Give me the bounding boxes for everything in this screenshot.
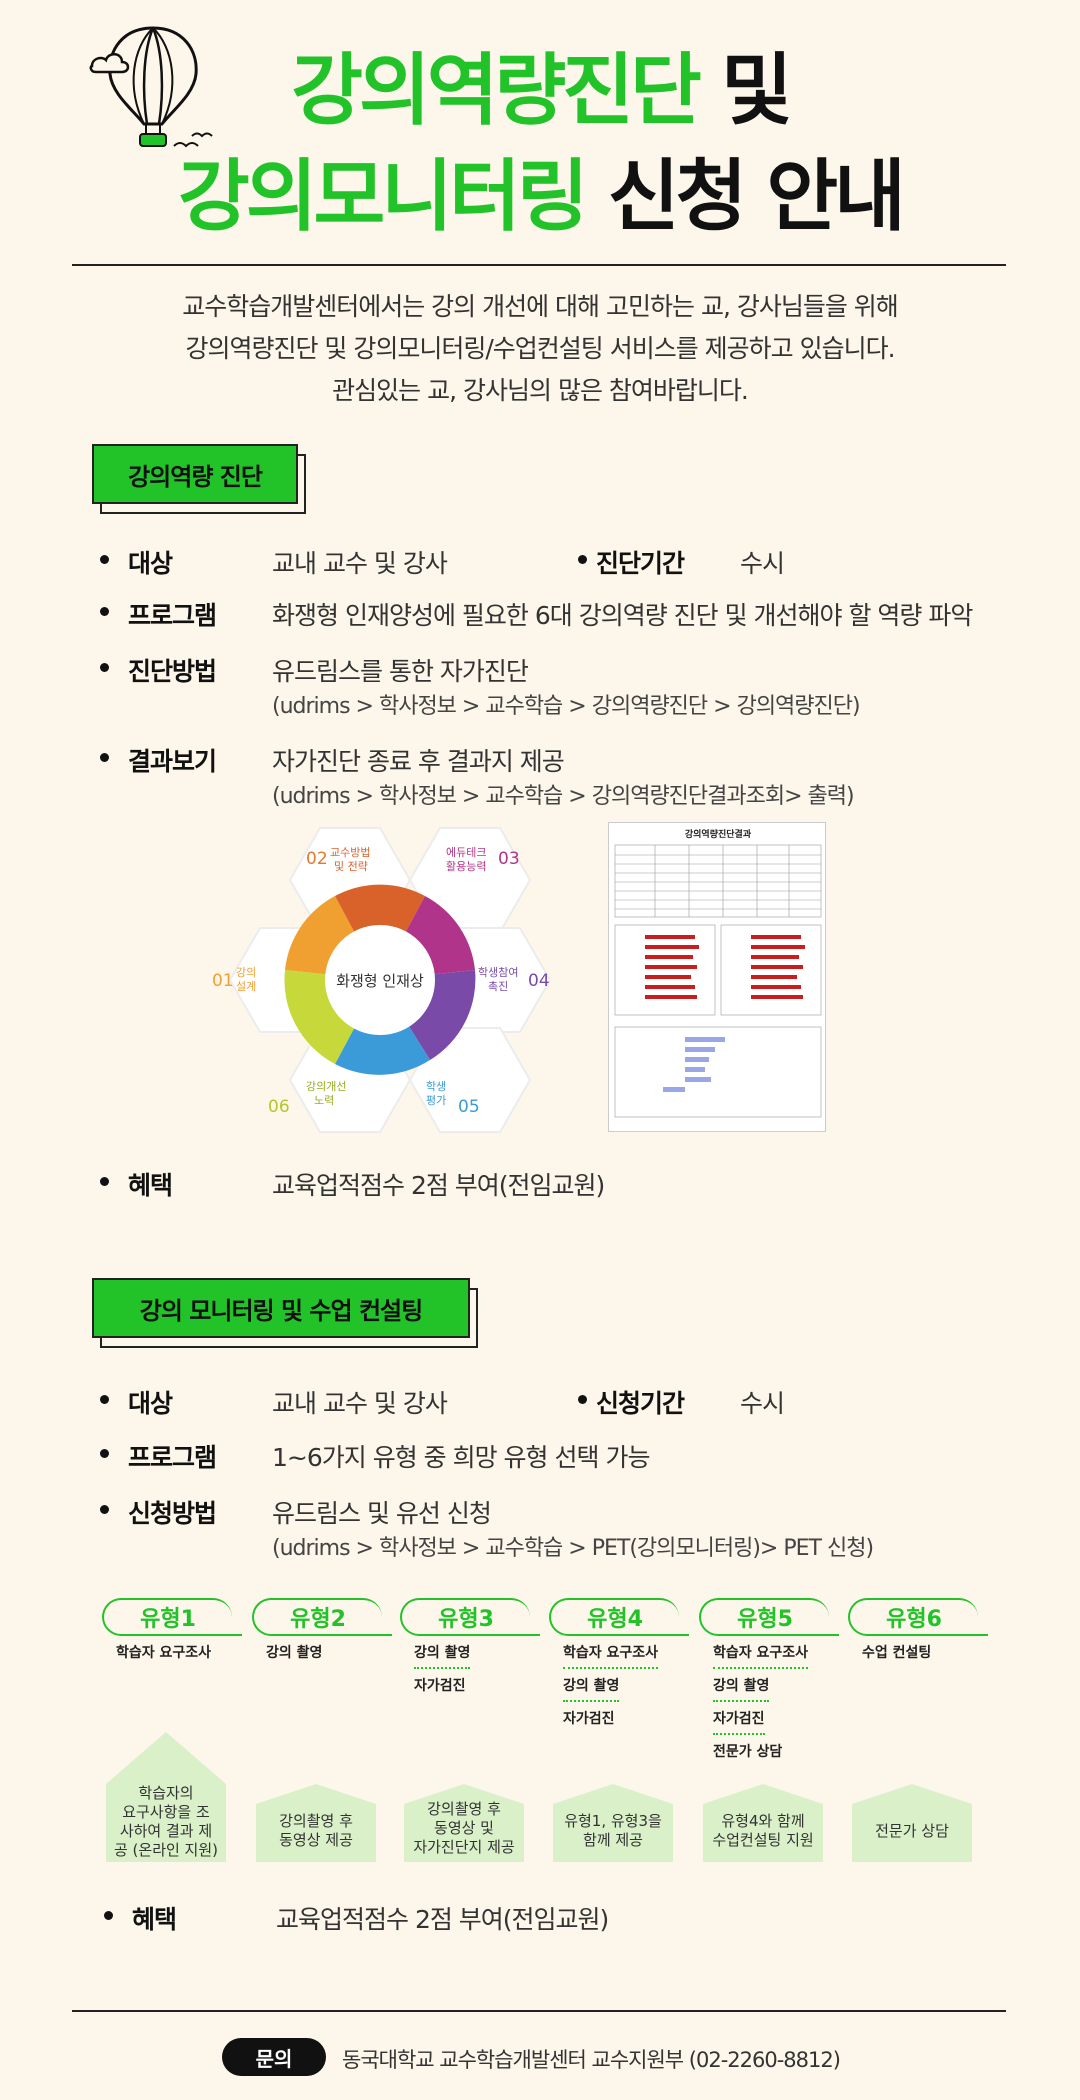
svg-text:04: 04 xyxy=(528,971,550,991)
info-row-benefit: 혜택 교육업적점수 2점 부여(전임교원) xyxy=(100,1166,980,1200)
page-title-line-1: 강의역량진단 및 xyxy=(291,46,792,136)
svg-text:03: 03 xyxy=(498,849,520,869)
type-5-description: 유형4와 함께 수업컨설팅 지원 xyxy=(703,1784,823,1862)
type-card-4: 유형4 학습자 요구조사 강의 촬영 자가검진 xyxy=(549,1598,689,1733)
svg-text:촉진: 촉진 xyxy=(488,980,508,993)
type-card-2: 유형2 강의 촬영 xyxy=(252,1598,392,1667)
type-label: 유형6 xyxy=(848,1598,978,1636)
diagnosis-result-report-thumbnail: 강의역량진단결과 xyxy=(608,822,826,1132)
type-card-3: 유형3 강의 촬영 자가검진 xyxy=(400,1598,540,1700)
bullet-icon xyxy=(100,753,109,762)
info-row-method-2: 신청방법 유드림스 및 유선 신청 (udrims > 학사정보 > 교수학습 … xyxy=(100,1494,980,1564)
svg-text:에듀테크: 에듀테크 xyxy=(446,846,486,859)
section-heading-monitoring: 강의 모니터링 및 수업 컨설팅 xyxy=(92,1278,478,1348)
svg-text:활용능력: 활용능력 xyxy=(446,859,486,873)
footer-divider xyxy=(72,2010,1006,2012)
type-card-5: 유형5 학습자 요구조사 강의 촬영 자가검진 전문가 상담 xyxy=(699,1598,839,1766)
type-4-description: 유형1, 유형3을 함께 제공 xyxy=(553,1784,673,1862)
type-6-description: 전문가 상담 xyxy=(852,1784,972,1862)
lecture-competency-hexagon-diagram: 화쟁형 인재상 02 교수방법 및 전략 03 에듀테크 활용능력 01 강의 … xyxy=(212,827,550,1133)
svg-text:02: 02 xyxy=(306,849,328,869)
hot-air-balloon-icon xyxy=(89,26,213,148)
svg-text:학생참여: 학생참여 xyxy=(478,966,518,979)
svg-text:설계: 설계 xyxy=(236,980,256,993)
hex-05 xyxy=(408,1027,532,1133)
bullet-icon xyxy=(100,663,109,672)
type-1-description: 학습자의 요구사항을 조 사하여 결과 제 공 (온라인 지원) xyxy=(106,1732,226,1862)
info-row-program-2: 프로그램 1~6가지 유형 중 희망 유형 선택 가능 xyxy=(100,1438,980,1472)
type-label: 유형1 xyxy=(102,1598,232,1636)
type-label: 유형5 xyxy=(699,1598,829,1636)
svg-text:05: 05 xyxy=(458,1097,480,1117)
svg-text:및 전략: 및 전략 xyxy=(334,860,368,873)
info-row-method: 진단방법 유드림스를 통한 자가진단 (udrims > 학사정보 > 교수학습… xyxy=(100,652,980,722)
header-divider xyxy=(72,264,1006,266)
contact-info: 동국대학교 교수학습개발센터 교수지원부 (02-2260-8812) xyxy=(342,2048,841,2072)
info-row-result: 결과보기 자가진단 종료 후 결과지 제공 (udrims > 학사정보 > 교… xyxy=(100,742,980,812)
bullet-icon xyxy=(100,1177,109,1186)
svg-text:강의역량진단결과: 강의역량진단결과 xyxy=(685,828,752,840)
bullet-icon xyxy=(578,555,587,564)
bullet-icon xyxy=(100,555,109,564)
type-label: 유형2 xyxy=(252,1598,382,1636)
svg-text:평가: 평가 xyxy=(426,1094,446,1107)
type-label: 유형4 xyxy=(549,1598,679,1636)
svg-text:학생: 학생 xyxy=(426,1080,446,1093)
type-3-description: 강의촬영 후 동영상 및 자가진단지 제공 xyxy=(404,1784,524,1862)
bullet-icon xyxy=(104,1911,113,1920)
section-heading-diagnosis: 강의역량 진단 xyxy=(92,444,306,514)
svg-text:01: 01 xyxy=(212,971,234,991)
svg-text:강의개선: 강의개선 xyxy=(306,1080,346,1093)
bullet-icon xyxy=(100,607,109,616)
svg-text:06: 06 xyxy=(268,1097,290,1117)
bullet-icon xyxy=(578,1395,587,1404)
bullet-icon xyxy=(100,1449,109,1458)
svg-text:교수방법: 교수방법 xyxy=(330,846,370,859)
contact-label-badge: 문의 xyxy=(222,2038,326,2076)
bullet-icon xyxy=(100,1395,109,1404)
type-2-description: 강의촬영 후 동영상 제공 xyxy=(256,1784,376,1862)
type-card-1: 유형1 학습자 요구조사 xyxy=(102,1598,242,1667)
type-card-6: 유형6 수업 컨설팅 xyxy=(848,1598,988,1667)
svg-text:강의: 강의 xyxy=(236,966,256,979)
bullet-icon xyxy=(100,1505,109,1514)
svg-text:노력: 노력 xyxy=(314,1094,334,1107)
info-row-target-2: 대상 교내 교수 및 강사 신청기간 수시 xyxy=(100,1384,980,1418)
info-row-benefit-2: 혜택 교육업적점수 2점 부여(전임교원) xyxy=(104,1900,984,1934)
type-label: 유형3 xyxy=(400,1598,530,1636)
info-row-target: 대상 교내 교수 및 강사 진단기간 수시 xyxy=(100,544,980,578)
intro-text: 교수학습개발센터에서는 강의 개선에 대해 고민하는 교, 강사님들을 위해 강… xyxy=(182,292,899,405)
hexagon-center-label: 화쟁형 인재상 xyxy=(336,972,424,990)
info-row-program: 프로그램 화쟁형 인재양성에 필요한 6대 강의역량 진단 및 개선해야 할 역… xyxy=(100,596,980,630)
page-title-line-2: 강의모니터링 신청 안내 xyxy=(178,152,906,242)
